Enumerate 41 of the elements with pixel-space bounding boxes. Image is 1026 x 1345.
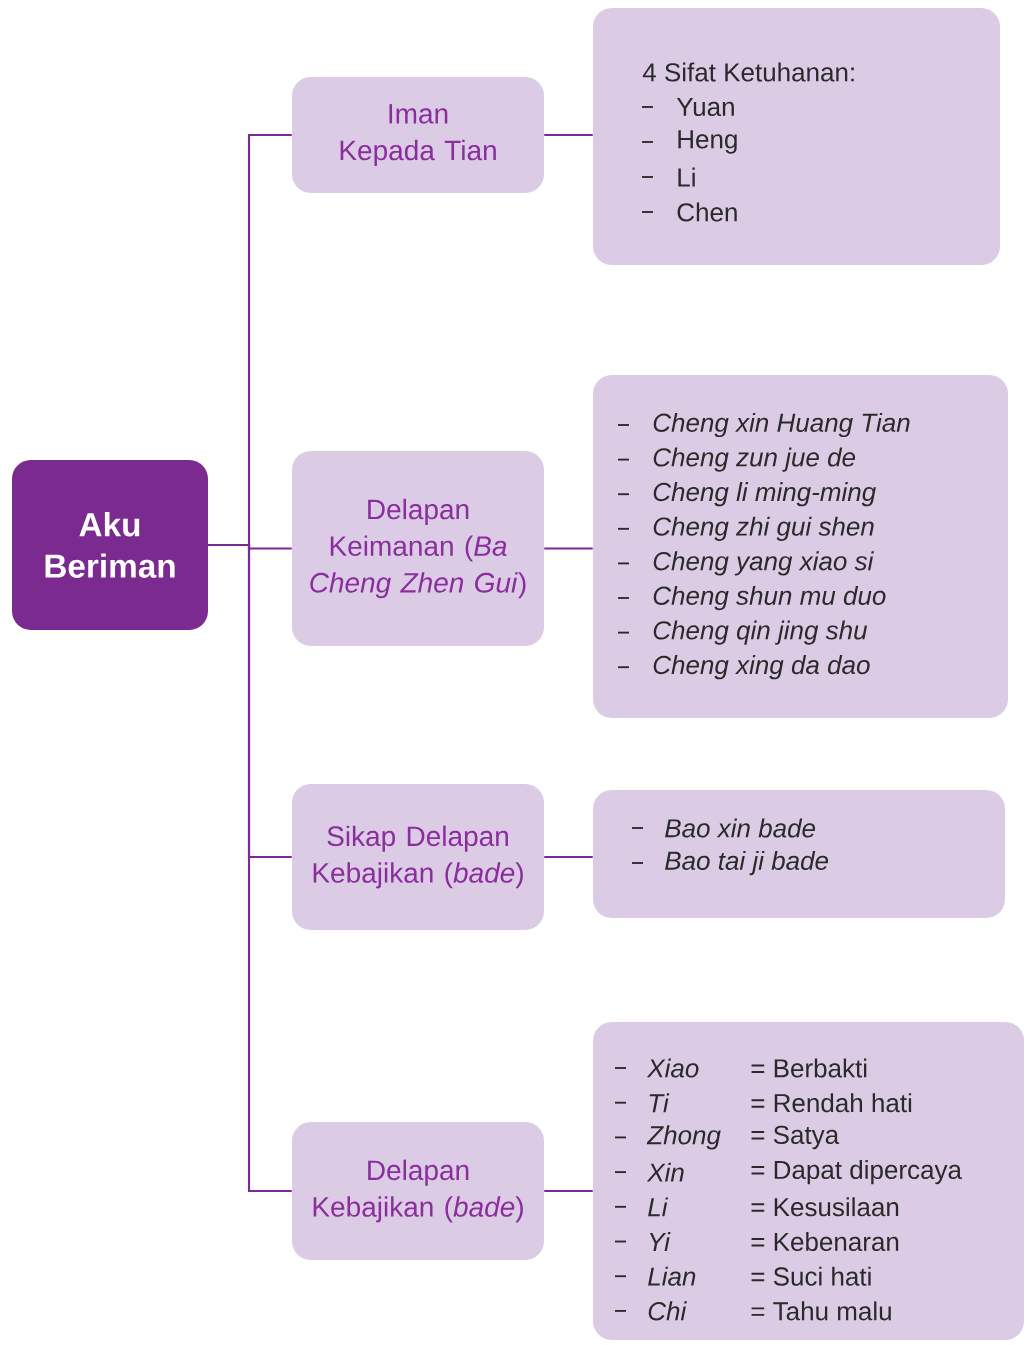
list-item: Chen bbox=[677, 202, 737, 222]
concept-box: Sikap Delapan Kebajikan (bade) bbox=[292, 784, 544, 930]
list-item: Cheng zhi gui shen bbox=[653, 516, 874, 541]
list-item: Cheng xin Huang Tian bbox=[653, 412, 910, 438]
list-item: Cheng xing da dao bbox=[653, 655, 870, 680]
list-item: Li bbox=[678, 167, 695, 187]
definition-text: = Suci hati bbox=[751, 1266, 871, 1286]
definition-text: = Dapat dipercaya bbox=[751, 1160, 962, 1185]
definition-text: = Rendah hati bbox=[751, 1093, 912, 1113]
list-item: Cheng qin jing shu bbox=[653, 620, 868, 645]
list-item: Yuan bbox=[676, 97, 734, 117]
definition-text: = Tahu malu bbox=[751, 1301, 891, 1321]
connector-line bbox=[544, 1189, 593, 1193]
definition-text: = Satya bbox=[751, 1125, 840, 1150]
list-item: Li bbox=[648, 1197, 669, 1217]
list-item: Bao xin bade bbox=[665, 818, 816, 838]
list-item: Chi bbox=[648, 1301, 687, 1321]
list-item: Lian bbox=[648, 1266, 696, 1286]
concept-box: Delapan Kebajikan (bade) bbox=[292, 1122, 544, 1260]
list-heading: 4 Sifat Ketuhanan: bbox=[642, 62, 854, 82]
list-item: Bao tai ji bade bbox=[665, 850, 829, 876]
list-item: Cheng shun mu duo bbox=[653, 585, 886, 611]
connector-line bbox=[544, 547, 593, 550]
list-item: Ti bbox=[649, 1093, 670, 1113]
definition-text: = Kebenaran bbox=[751, 1231, 899, 1252]
list-item: Cheng li ming-ming bbox=[653, 482, 876, 507]
definition-text: = Kesusilaan bbox=[751, 1197, 899, 1217]
concept-box: Iman Kepada Tian bbox=[292, 77, 544, 193]
concept-box: Delapan Keimanan (Ba Cheng Zhen Gui) bbox=[292, 451, 544, 646]
topic-box: Aku Beriman bbox=[12, 460, 208, 630]
definition-text: = Berbakti bbox=[751, 1058, 867, 1078]
list-item: Cheng yang xiao si bbox=[653, 551, 874, 576]
list-item: Cheng zun jue de bbox=[653, 447, 856, 472]
list-item: Xin bbox=[646, 1162, 684, 1182]
list-item: Xiao bbox=[646, 1058, 699, 1078]
connector-line bbox=[208, 543, 292, 1193]
connector-line bbox=[544, 133, 593, 137]
list-item: Yi bbox=[649, 1232, 671, 1251]
list-item: Heng bbox=[678, 130, 737, 154]
connector-line bbox=[544, 855, 593, 859]
list-item: Zhong bbox=[646, 1125, 721, 1150]
